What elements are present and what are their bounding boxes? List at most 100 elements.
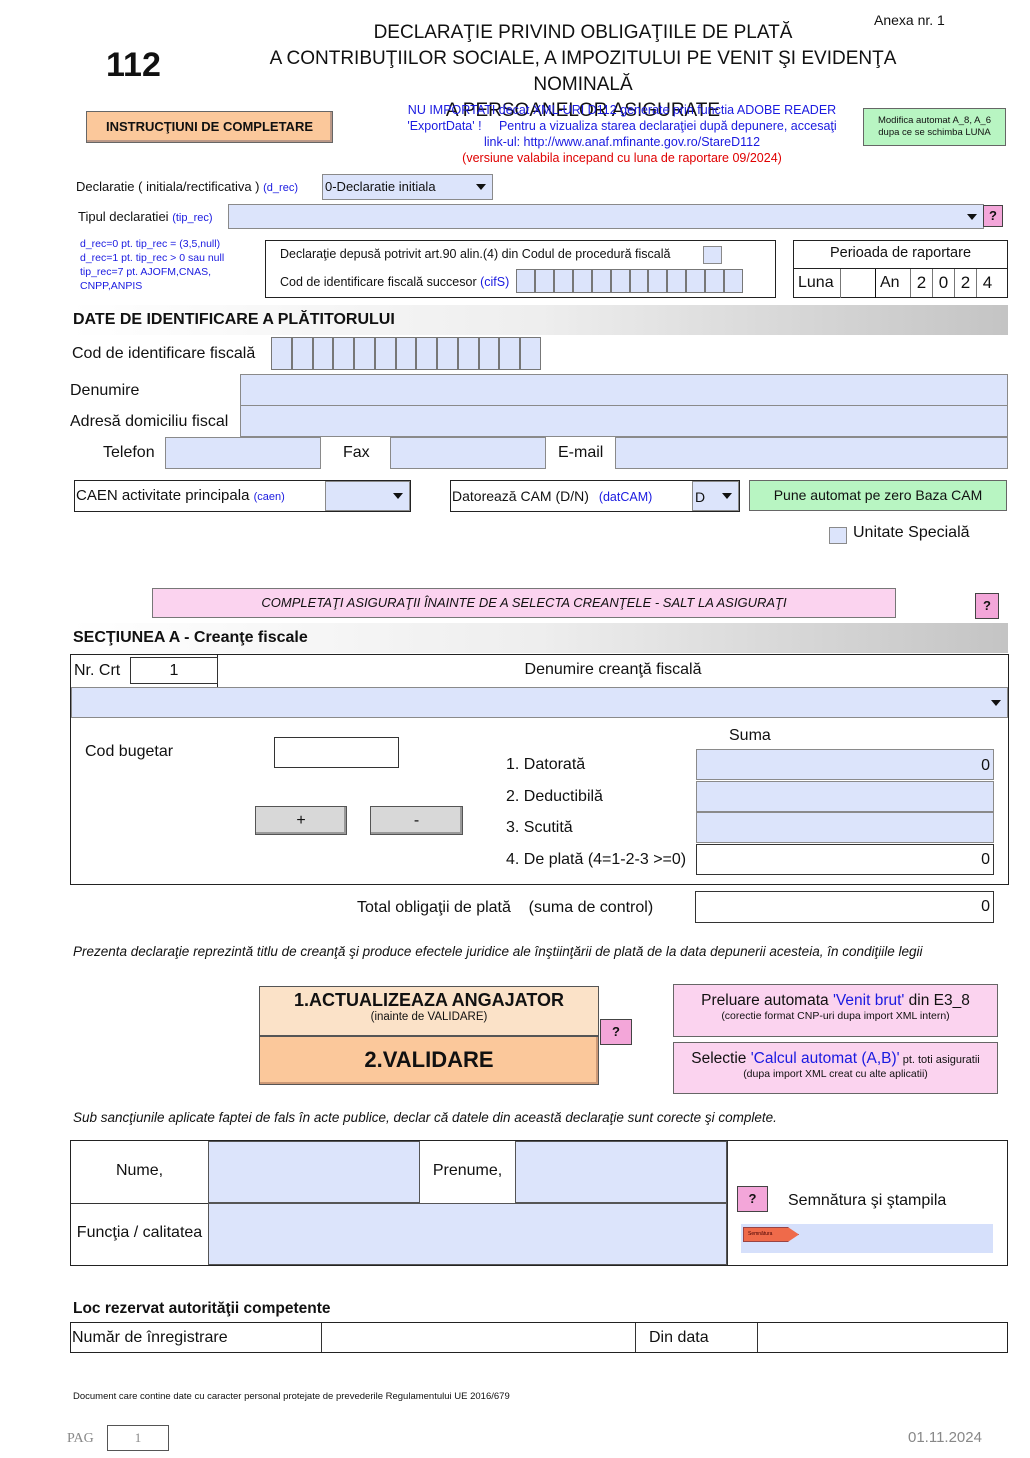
art90-checkbox[interactable] — [703, 246, 722, 264]
chevron-down-icon — [476, 184, 486, 190]
help-button[interactable]: ? — [975, 593, 999, 619]
cam-zero-button[interactable]: Pune automat pe zero Baza CAM — [749, 480, 1007, 511]
sum-label: Suma — [729, 727, 771, 744]
declaration-type-code: (d_rec) — [263, 182, 298, 194]
signature-label: Semnătura şi ştampila — [788, 1192, 947, 1209]
caen-text: CAEN activitate principala — [76, 487, 250, 504]
reporting-period: Perioada de raportare Luna An 2 0 2 4 — [793, 240, 1008, 298]
cif-digit-cell[interactable] — [629, 269, 649, 293]
gross-pre: Preluare automata — [701, 992, 833, 1009]
year-digit[interactable]: 2 — [910, 269, 932, 297]
notice-line-3[interactable]: link-ul: http://www.anaf.mfinante.gov.ro… — [483, 135, 761, 149]
year-digit[interactable]: 0 — [932, 269, 954, 297]
validate-button[interactable]: 2.VALIDARE — [259, 1036, 599, 1085]
auto-calc-button[interactable]: Selectie 'Calcul automat (A,B)' pt. toti… — [673, 1042, 998, 1094]
email-input[interactable] — [615, 437, 1008, 469]
calc-quoted: 'Calcul automat (A,B)' — [750, 1050, 900, 1067]
cif-digit-cell[interactable] — [416, 337, 438, 370]
claim-name-select[interactable] — [71, 687, 1008, 718]
cif-digit-cell[interactable] — [553, 269, 573, 293]
deductible-input[interactable] — [696, 781, 994, 812]
signature-field[interactable]: Semnătura — [741, 1224, 993, 1253]
year-digit[interactable]: 2 — [954, 269, 976, 297]
row-label: 3. Scutită — [506, 819, 573, 836]
name-input[interactable] — [240, 374, 1008, 406]
cif-digit-cell[interactable] — [333, 337, 355, 370]
auto-modify-line-1: Modifica automat A_8, A_6 — [877, 115, 992, 126]
update-employer-title: 1.ACTUALIZEAZA ANGAJATOR — [294, 990, 564, 1010]
successor-text: Cod de identificare fiscală succesor — [280, 275, 477, 289]
name-label: Nume, — [115, 1162, 164, 1179]
hint-line-3: tip_rec=7 pt. AJOFM,CNAS, — [80, 266, 212, 278]
help-button[interactable]: ? — [983, 205, 1003, 227]
name-label: Denumire — [70, 382, 140, 399]
claim-name-label: Denumire creanţă fiscală — [524, 661, 702, 678]
cam-code: (datCAM) — [598, 490, 653, 504]
address-input[interactable] — [240, 405, 1008, 437]
amount-due-input[interactable]: 0 — [696, 749, 994, 780]
month-label: Luna — [798, 274, 834, 291]
cif-digit-cell[interactable] — [572, 269, 592, 293]
cif-digit-cell[interactable] — [457, 337, 479, 370]
signer-function-input[interactable] — [208, 1203, 727, 1265]
cif-digit-cell[interactable] — [724, 269, 744, 293]
month-input[interactable] — [840, 269, 876, 298]
fax-input[interactable] — [390, 437, 546, 469]
cif-digit-cell[interactable] — [610, 269, 630, 293]
cif-digit-cell[interactable] — [667, 269, 687, 293]
remove-claim-button[interactable]: - — [370, 806, 463, 835]
nr-crt-value[interactable]: 1 — [130, 657, 218, 684]
cam-select[interactable]: D — [692, 481, 739, 511]
cif-digit-cell[interactable] — [499, 337, 521, 370]
add-claim-button[interactable]: + — [255, 806, 347, 835]
phone-input[interactable] — [165, 437, 321, 469]
help-button[interactable]: ? — [600, 1019, 632, 1045]
row-label: 2. Deductibilă — [506, 788, 603, 805]
help-button[interactable]: ? — [737, 1186, 768, 1212]
year-digit[interactable]: 4 — [976, 269, 998, 297]
update-employer-button[interactable]: 1.ACTUALIZEAZA ANGAJATOR (inainte de VAL… — [259, 986, 599, 1036]
gross-income-button[interactable]: Preluare automata 'Venit brut' din E3_8 … — [673, 984, 998, 1037]
cif-digit-cell[interactable] — [516, 269, 535, 293]
cif-digit-cell[interactable] — [271, 337, 292, 370]
cif-digit-cell[interactable] — [437, 337, 458, 370]
caen-select[interactable] — [325, 481, 410, 511]
budget-code-input[interactable] — [274, 737, 399, 768]
cif-digit-cell[interactable] — [395, 337, 417, 370]
email-label: E-mail — [558, 444, 604, 461]
cif-digit-cell[interactable] — [291, 337, 313, 370]
cif-digit-cell[interactable] — [686, 269, 706, 293]
address-label: Adresă domiciliu fiscal — [70, 413, 229, 430]
signer-surname-input[interactable] — [515, 1141, 727, 1203]
total-output: 0 — [695, 891, 994, 923]
cif-digit-cell[interactable] — [374, 337, 396, 370]
instructions-button[interactable]: INSTRUCŢIUNI DE COMPLETARE — [86, 111, 333, 143]
cif-input[interactable] — [271, 337, 541, 370]
insured-first-notice[interactable]: COMPLETAŢI ASIGURAŢII ÎNAINTE DE A SELEC… — [152, 588, 896, 618]
auto-modify-button[interactable]: Modifica automat A_8, A_6 dupa ce se sch… — [863, 108, 1006, 146]
cif-digit-cell[interactable] — [312, 337, 334, 370]
cif-digit-cell[interactable] — [478, 337, 500, 370]
declaration-kind-code: (tip_rec) — [172, 212, 213, 224]
hint-line-2: d_rec=1 pt. tip_rec > 0 sau null — [80, 252, 225, 264]
row-label: 4. De plată (4=1-2-3 >=0) — [506, 851, 687, 868]
exempt-input[interactable] — [696, 812, 994, 843]
cif-digit-cell[interactable] — [534, 269, 554, 293]
declaration-type-label: Declaratie ( initiala/rectificativa ) (d… — [76, 179, 298, 194]
declaration-kind-select[interactable] — [228, 204, 984, 229]
chevron-down-icon — [991, 699, 1001, 706]
registration-date-input[interactable] — [757, 1323, 1008, 1352]
cif-digit-cell[interactable] — [520, 337, 541, 370]
registration-input[interactable] — [321, 1323, 636, 1352]
total-label: Total obligaţii de plată (suma de contro… — [357, 899, 654, 916]
successor-cif-input[interactable] — [516, 269, 744, 293]
special-unit-checkbox[interactable] — [829, 527, 847, 544]
cif-digit-cell[interactable] — [705, 269, 725, 293]
cif-digit-cell[interactable] — [591, 269, 611, 293]
cif-digit-cell[interactable] — [648, 269, 668, 293]
signer-name-input[interactable] — [208, 1141, 420, 1203]
nr-crt-label: Nr. Crt — [74, 662, 121, 679]
declaration-type-select[interactable]: 0-Declaratie initiala — [322, 174, 493, 200]
cif-digit-cell[interactable] — [354, 337, 375, 370]
phone-label: Telefon — [103, 444, 155, 461]
